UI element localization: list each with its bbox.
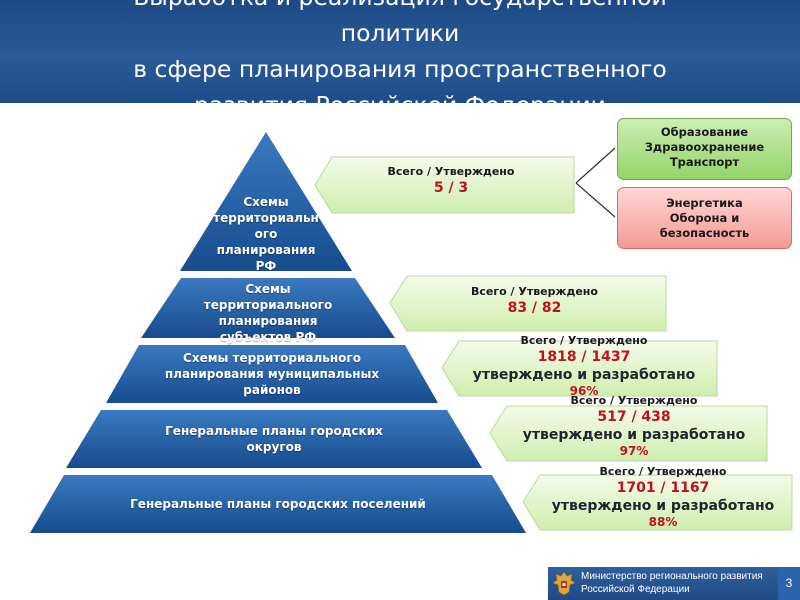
callout-heading: Всего / Утверждено: [599, 465, 727, 478]
callout-value: 83 / 82: [507, 300, 562, 316]
ministry-footer: Министерство регионального развития Росс…: [548, 567, 778, 600]
tier-shape: [30, 475, 526, 533]
callout-note: утверждено и разработано: [522, 427, 746, 443]
callout-federal: Всего / Утверждено 5 / 3: [314, 156, 576, 214]
page-number: 3: [778, 567, 800, 600]
sector-box-social: Образование Здравоохранение Транспорт: [617, 118, 792, 180]
callout-heading: Всего / Утверждено: [570, 394, 698, 407]
callout-shape: [489, 405, 768, 462]
tier-shape: [180, 132, 352, 271]
title-line: политики: [340, 19, 460, 47]
ministry-name: Министерство регионального развития Росс…: [581, 570, 763, 596]
tier-shape: [66, 410, 482, 468]
tier-label: Схемы территориальн ого планирования РФ: [213, 194, 319, 273]
title-line: Выработка и реализация государственной: [133, 0, 667, 11]
sector-box-energy-defense: Энергетика Оборона и безопасность: [617, 187, 792, 249]
pyramid-tier-settlements: Генеральные планы городских поселений: [30, 475, 526, 533]
callout-percent: 97%: [619, 444, 649, 458]
ministry-line: Российской Федерации: [581, 584, 690, 595]
title-line: в сфере планирования пространственного: [133, 55, 667, 83]
title-banner: Выработка и реализация государственной п…: [0, 0, 800, 103]
pyramid-tier-regional: Схемы территориального планирования субъ…: [141, 278, 395, 344]
callout-shape: [314, 156, 575, 214]
title-line: развития Российской Федерации: [194, 91, 606, 103]
callout-heading: Всего / Утверждено: [387, 165, 515, 178]
slide-title: Выработка и реализация государственной п…: [0, 0, 800, 103]
callout-city-districts: Всего / Утверждено 517 / 438 утверждено …: [489, 394, 769, 462]
pyramid-tier-federal: Схемы территориальн ого планирования РФ: [180, 132, 352, 273]
callout-shape: [522, 474, 793, 531]
callout-note: утверждено и разработано: [551, 498, 775, 514]
callout-shape: [441, 340, 718, 397]
callout-percent: 88%: [648, 515, 678, 529]
tier-label: Схемы территориального планирования муни…: [164, 351, 380, 397]
callout-value: 1701 / 1167: [616, 480, 710, 496]
callout-heading: Всего / Утверждено: [520, 334, 648, 347]
tier-label: Генеральные планы городских поселений: [130, 497, 426, 511]
pyramid-tier-municipal: Схемы территориального планирования муни…: [106, 345, 438, 403]
callout-regional: Всего / Утверждено 83 / 82: [389, 275, 668, 332]
coat-of-arms-icon: [552, 571, 576, 596]
callout-value: 517 / 438: [597, 409, 671, 425]
tier-shape: [141, 278, 395, 338]
callout-percent: 96%: [569, 384, 599, 398]
callout-note: утверждено и разработано: [472, 367, 696, 383]
callout-municipal: Всего / Утверждено 1818 / 1437 утвержден…: [441, 334, 719, 398]
callout-heading: Всего / Утверждено: [471, 285, 598, 298]
callout-settlements: Всего / Утверждено 1701 / 1167 утвержден…: [522, 465, 794, 531]
pyramid-tier-city-districts: Генеральные планы городских округов: [66, 410, 482, 468]
tier-label: Схемы территориального планирования субъ…: [203, 282, 333, 344]
callout-value: 1818 / 1437: [537, 349, 631, 365]
tier-shape: [106, 345, 438, 403]
callout-shape: [389, 275, 667, 332]
callout-value: 5 / 3: [433, 180, 469, 196]
ministry-line: Министерство регионального развития: [581, 571, 763, 582]
tier-label: Генеральные планы городских округов: [165, 424, 383, 454]
